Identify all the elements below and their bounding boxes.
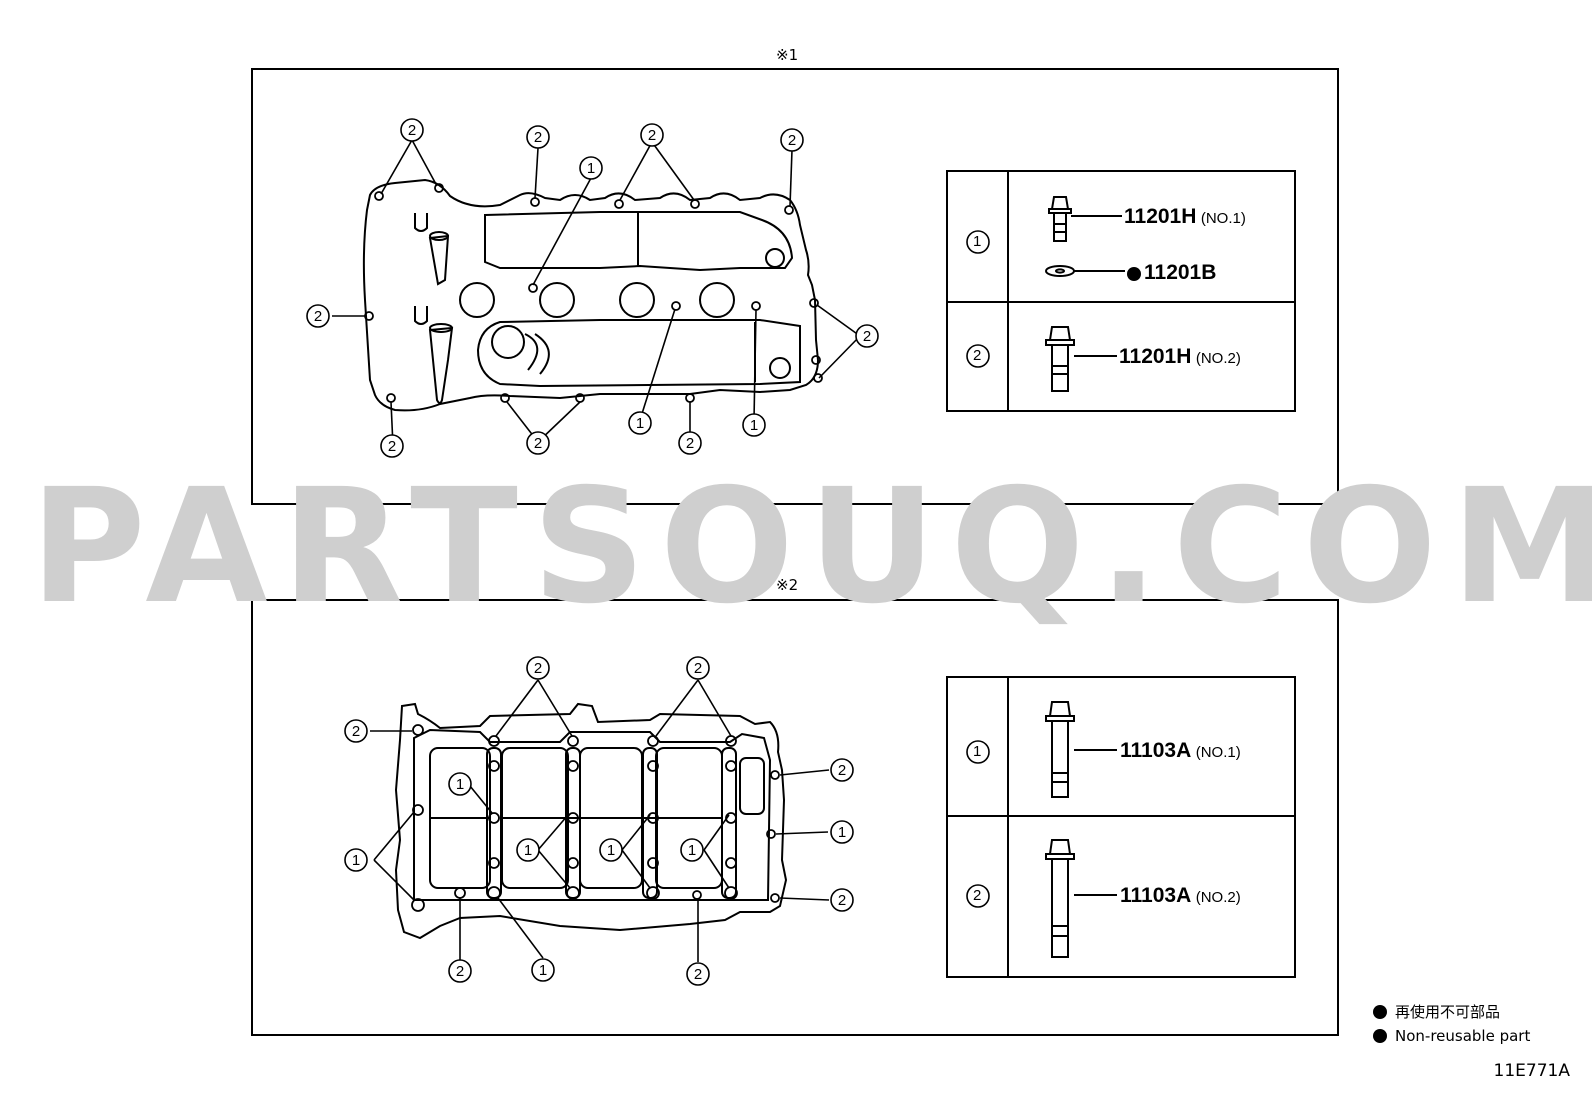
part-note: (NO.2) <box>1195 889 1241 906</box>
svg-text:1: 1 <box>750 417 758 434</box>
section2-row1-callout: 1 <box>973 743 982 760</box>
svg-text:2: 2 <box>863 328 871 345</box>
part-note: (NO.1) <box>1200 210 1246 227</box>
svg-text:2: 2 <box>694 660 702 677</box>
section2-row2-callout: 2 <box>973 887 982 904</box>
section2-part-11103A-no2: 11103A (NO.2) <box>1120 884 1241 908</box>
svg-text:2: 2 <box>694 966 702 983</box>
svg-text:2: 2 <box>686 435 694 452</box>
section1-marker: ※1 <box>776 46 799 64</box>
svg-text:2: 2 <box>788 132 796 149</box>
legend-nonreusable-en: Non-reusable part <box>1373 1027 1530 1045</box>
svg-text:1: 1 <box>838 824 846 841</box>
svg-text:2: 2 <box>534 435 542 452</box>
svg-text:1: 1 <box>587 160 595 177</box>
section1-panel <box>251 68 1339 505</box>
svg-text:2: 2 <box>534 660 542 677</box>
svg-text:2: 2 <box>408 122 416 139</box>
svg-text:2: 2 <box>648 127 656 144</box>
svg-text:2: 2 <box>838 892 846 909</box>
legend-ja-text: 再使用不可部品 <box>1395 1003 1501 1021</box>
svg-text:1: 1 <box>456 776 464 793</box>
nonreusable-dot-icon <box>1373 1029 1387 1043</box>
part-code: 11201B <box>1144 261 1217 284</box>
part-code: 11201H <box>1119 345 1192 368</box>
section1-part-11201B: 11201B <box>1144 261 1216 285</box>
section2-marker: ※2 <box>776 576 799 594</box>
nonreusable-dot-icon <box>1373 1005 1387 1019</box>
svg-text:1: 1 <box>539 962 547 979</box>
svg-text:2: 2 <box>534 129 542 146</box>
legend-en-text: Non-reusable part <box>1395 1027 1531 1045</box>
section1-row2-callout: 2 <box>973 347 982 364</box>
section1-part-11201H-no2: 11201H (NO.2) <box>1119 345 1241 369</box>
svg-text:1: 1 <box>688 842 696 859</box>
svg-text:2: 2 <box>838 762 846 779</box>
svg-text:1: 1 <box>352 852 360 869</box>
section1-row1-callout: 1 <box>973 233 982 250</box>
svg-text:2: 2 <box>456 963 464 980</box>
svg-text:1: 1 <box>524 842 532 859</box>
section1-part-11201H-no1: 11201H (NO.1) <box>1124 205 1246 229</box>
svg-text:1: 1 <box>636 415 644 432</box>
part-code: 11103A <box>1120 884 1192 907</box>
section1-callouts: 2 2 1 2 2 2 2 2 2 1 2 1 <box>306 118 879 458</box>
legend-nonreusable-ja: 再使用不可部品 <box>1373 1001 1500 1022</box>
part-code: 11103A <box>1120 739 1192 762</box>
part-note: (NO.1) <box>1195 744 1241 761</box>
svg-text:2: 2 <box>388 438 396 455</box>
svg-text:2: 2 <box>314 308 322 325</box>
section2-callouts: 2 2 2 2 1 2 1 1 1 1 1 2 1 2 <box>344 656 854 986</box>
part-code: 11201H <box>1124 205 1197 228</box>
svg-text:1: 1 <box>607 842 615 859</box>
svg-text:2: 2 <box>352 723 360 740</box>
illustration-code: 11E771A <box>1493 1061 1570 1081</box>
section2-part-11103A-no1: 11103A (NO.1) <box>1120 739 1241 763</box>
part-note: (NO.2) <box>1195 350 1241 367</box>
section2-panel <box>251 599 1339 1036</box>
